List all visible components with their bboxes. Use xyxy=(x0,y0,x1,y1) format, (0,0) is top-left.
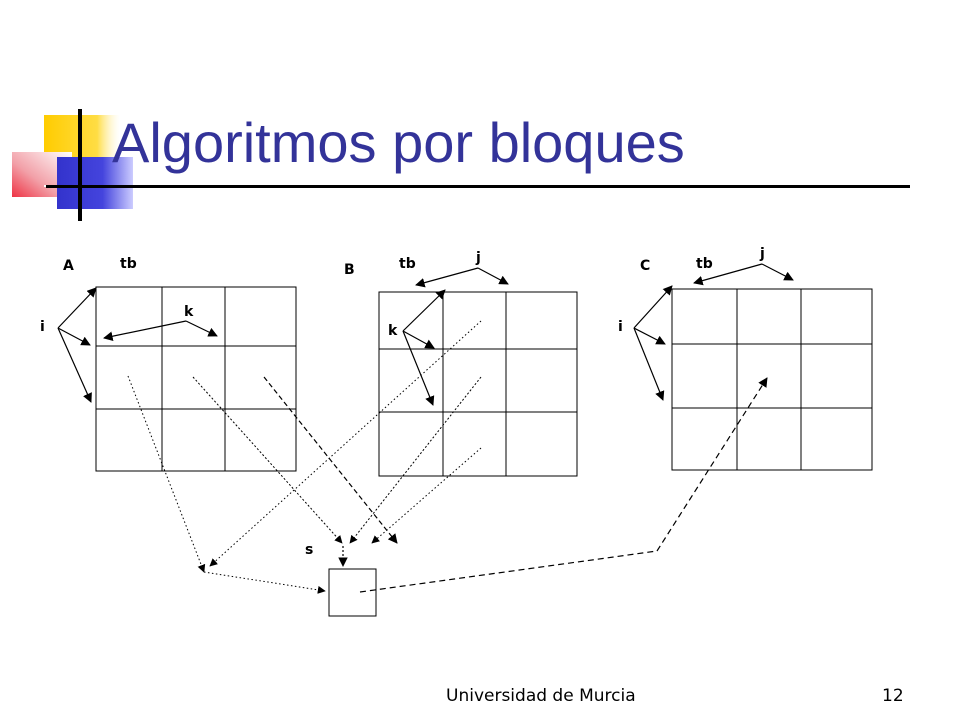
slide-title: Algoritmos por bloques xyxy=(112,111,685,174)
matrix-a-index-arrows xyxy=(57,287,218,403)
matrix-c-label: C xyxy=(640,258,651,274)
matrix-b-label: B xyxy=(344,262,355,278)
flow-b-to-buffer xyxy=(209,320,482,567)
matrix-a-col-index: k xyxy=(184,304,194,320)
matrix-c-index-arrows xyxy=(633,263,794,401)
title-underline xyxy=(46,185,910,188)
matrix-a-label: A xyxy=(63,258,74,274)
footer-institution: Universidad de Murcia xyxy=(446,686,636,706)
footer-page-number: 12 xyxy=(882,686,904,706)
matrix-b-tb-label: tb xyxy=(399,256,416,272)
buffer-s-label: s xyxy=(305,542,314,558)
matrix-b-grid xyxy=(378,291,578,477)
flow-buffer-to-c xyxy=(359,377,768,593)
matrix-b-index-arrows xyxy=(402,267,509,406)
decorative-squares xyxy=(12,109,134,221)
deco-blue-square xyxy=(57,157,133,209)
matrix-b-col-index: j xyxy=(476,250,481,266)
flow-a-to-buffer xyxy=(127,375,398,594)
matrix-c-tb-label: tb xyxy=(696,256,713,272)
matrix-a-row-index: i xyxy=(40,319,45,335)
matrix-a-tb-label: tb xyxy=(120,256,137,272)
matrix-c-col-index: j xyxy=(760,246,765,262)
matrix-c-grid xyxy=(671,288,873,471)
matrix-c-row-index: i xyxy=(618,319,623,335)
buffer-s-box xyxy=(328,568,377,617)
matrix-b-row-index: k xyxy=(388,323,398,339)
matrix-a-grid xyxy=(95,286,297,472)
